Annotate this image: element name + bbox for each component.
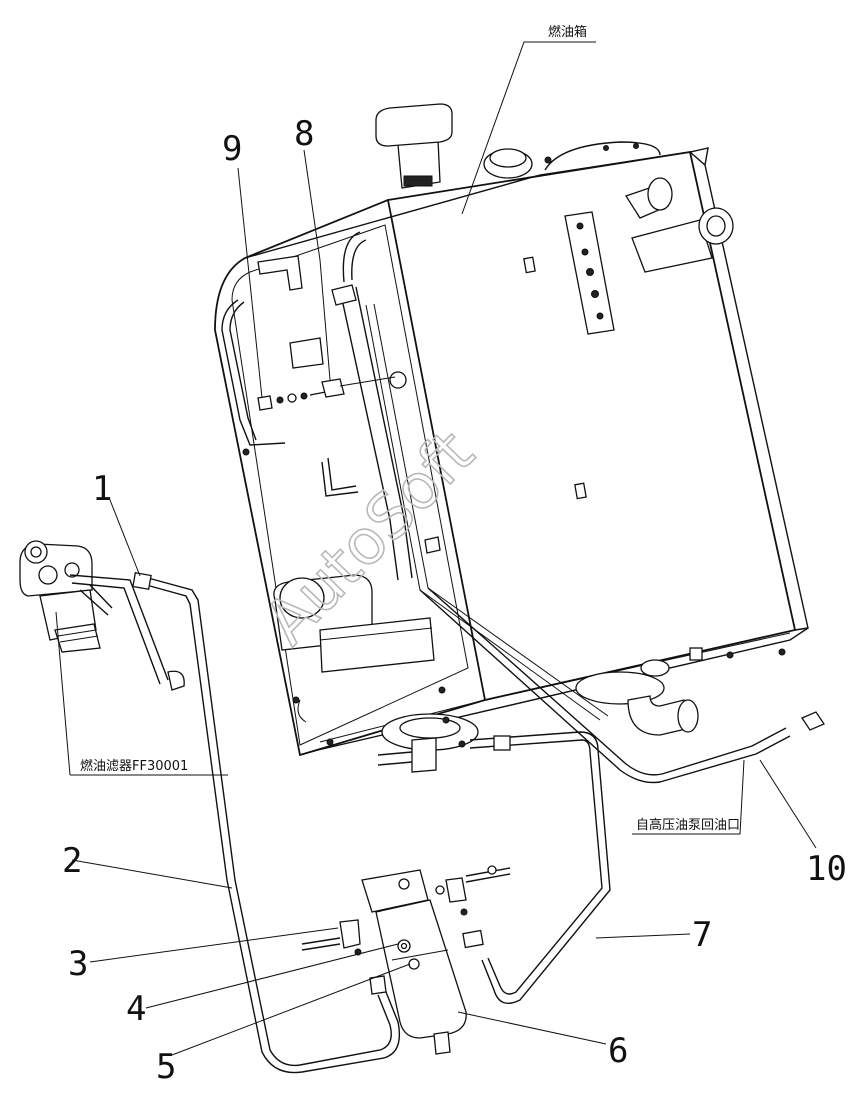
fuel-tank [214,103,809,773]
pipe-line-1-2 [132,571,401,1074]
callout-1: 1 [92,469,112,509]
callout-4: 4 [126,989,146,1029]
fitting-assembly-9 [257,376,396,411]
callout-3: 3 [68,944,88,984]
label-fuel-tank: 燃油箱 [548,24,587,40]
callout-7: 7 [692,915,712,955]
callout-6: 6 [608,1031,628,1071]
pipe-line-10 [419,587,825,784]
callout-9: 9 [222,129,242,169]
tank-side-pipe [221,299,307,723]
fuel-filter-ff30001 [19,540,185,691]
label-return-port: 自高压油泵回油口 [636,817,740,833]
leader-lines [55,41,817,1056]
water-separator-6 [301,865,511,1055]
callout-5: 5 [156,1047,176,1087]
label-fuel-filter: 燃油滤器FF30001 [80,758,188,774]
callout-10: 10 [806,849,847,889]
callout-2: 2 [62,841,82,881]
callout-8: 8 [294,114,314,154]
pipe-line-7 [462,731,611,1004]
